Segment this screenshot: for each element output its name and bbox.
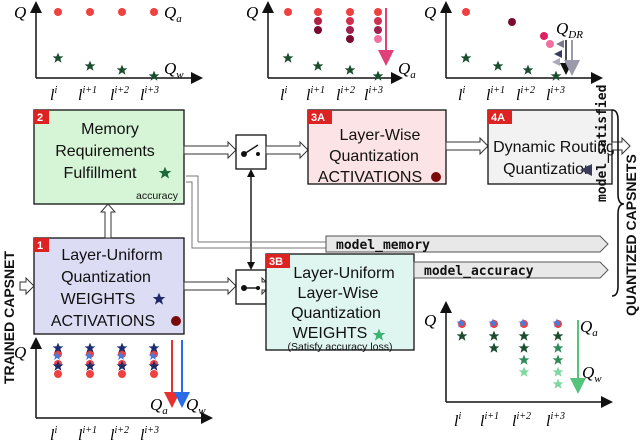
qw-label: Qw — [582, 363, 602, 385]
pipe-model-memory: model_memory — [186, 175, 609, 253]
block-text: WEIGHTS — [61, 291, 136, 308]
block-text: Quantization — [329, 148, 419, 165]
x-tick-labels: li li+1 li+2 li+3 — [280, 85, 383, 104]
plot-top-right: Q QDR li li+1 li+2 li+3 — [424, 1, 603, 104]
qa-label: Qa — [580, 317, 598, 339]
block-number: 1 — [37, 240, 43, 252]
uniform-quantized-points — [52, 342, 160, 378]
arrow-1-to-2 — [99, 203, 117, 239]
plot-bottom-left: Q Qa Qw li li+1 l — [14, 337, 213, 444]
block-note: accuracy — [136, 190, 179, 202]
svg-text:li: li — [454, 411, 461, 430]
x-tick-labels: li li+1 li+2 li+3 — [458, 85, 565, 104]
block-number: 3B — [269, 256, 283, 268]
weight-stars — [282, 52, 384, 81]
activation-dot-icon — [431, 172, 441, 182]
model-memory-label: model_memory — [336, 238, 430, 253]
input-arrow — [19, 276, 35, 296]
svg-text:li: li — [458, 85, 465, 104]
plot-top-left: Q Qa Qw li li+1 li+2 li+3 — [14, 1, 203, 104]
svg-text:li+3: li+3 — [140, 425, 159, 444]
arrow-4a-out — [611, 136, 631, 156]
block-number: 2 — [37, 112, 43, 124]
block-1-layer-uniform: 1 Layer-Uniform Quantization WEIGHTS ACT… — [33, 237, 185, 335]
block-text: ACTIVATIONS — [51, 313, 155, 330]
switch-top — [183, 134, 309, 170]
arrow-3a-to-4a — [445, 136, 489, 156]
qdr-label: QDR — [556, 19, 583, 41]
layerwise-weight-points — [456, 318, 564, 389]
quantized-capsnets-label: QUANTIZED CAPSNETS — [623, 154, 639, 316]
svg-text:li+3: li+3 — [364, 85, 383, 104]
x-tick-labels: li li+1 li+2 li+3 — [454, 411, 565, 430]
control-line — [247, 169, 255, 270]
x-tick-labels: li li+1 li+2 li+3 — [50, 85, 159, 104]
qw-label: Qw — [186, 395, 206, 417]
block-note: (Satisfy accuracy loss) — [287, 341, 392, 353]
weight-stars — [460, 52, 562, 81]
svg-text:li+2: li+2 — [516, 85, 535, 104]
svg-text:li+2: li+2 — [110, 85, 129, 104]
block-3a-layerwise-activations: 3A Layer-Wise Quantization ACTIVATIONS — [307, 109, 447, 186]
output-brace — [611, 109, 625, 297]
block-text: Layer-Wise — [340, 127, 421, 144]
x-tick-labels: li li+1 li+2 li+3 — [50, 425, 159, 444]
block-number: 3A — [311, 112, 325, 124]
block-text: Quantization — [503, 161, 593, 178]
qa-label: Qa — [150, 395, 168, 417]
dr-triangles — [552, 40, 564, 66]
q-axis-label: Q — [14, 343, 26, 362]
block-text: Requirements — [55, 143, 155, 160]
svg-text:li+1: li+1 — [78, 425, 97, 444]
dr-triangle-icon — [580, 164, 592, 176]
svg-text:li+1: li+1 — [306, 85, 325, 104]
svg-text:li+2: li+2 — [512, 411, 531, 430]
svg-text:li+1: li+1 — [78, 85, 97, 104]
trained-capsnet-label: TRAINED CAPSNET — [1, 251, 17, 384]
plot-top-middle: Q Qa li li+1 li+2 li+3 — [246, 1, 416, 104]
block-text: ACTIVATIONS — [318, 169, 422, 186]
q-axis-label: Q — [246, 3, 258, 22]
svg-text:li+2: li+2 — [110, 425, 129, 444]
block-4a-dynamic-routing: 4A Dynamic Routing Quantization — [487, 109, 615, 185]
block-text: Quantization — [291, 305, 381, 322]
layerwise-activation-dots — [314, 8, 382, 43]
model-satisfied-label: model_satisfied — [595, 85, 610, 202]
block-text: Layer-Uniform — [293, 265, 394, 282]
qa-label: Qa — [398, 59, 416, 81]
svg-text:li+3: li+3 — [546, 85, 565, 104]
svg-text:li+1: li+1 — [480, 411, 499, 430]
svg-text:li+2: li+2 — [336, 85, 355, 104]
svg-text:li: li — [50, 85, 57, 104]
q-axis-label: Q — [424, 3, 436, 22]
q-axis-label: Q — [14, 3, 26, 22]
qa-label: Qa — [164, 3, 182, 25]
svg-text:li: li — [280, 85, 287, 104]
model-accuracy-label: model_accuracy — [424, 264, 534, 279]
block-text: Fulfillment — [64, 165, 137, 182]
block-text: Memory — [81, 121, 139, 138]
weight-stars — [52, 52, 160, 81]
plot-bottom-right: Q — [424, 301, 613, 430]
svg-text:li+3: li+3 — [140, 85, 159, 104]
svg-text:li+1: li+1 — [486, 85, 505, 104]
block-text: WEIGHTS — [293, 325, 368, 342]
block-3b-layerwise-weights: 3B Layer-Uniform Layer-Wise Quantization… — [265, 253, 415, 353]
block-text: Layer-Uniform — [61, 247, 162, 264]
q-axis-label: Q — [424, 311, 436, 330]
block-text: Dynamic Routing — [493, 139, 615, 156]
svg-text:li: li — [50, 425, 57, 444]
svg-text:li+3: li+3 — [546, 411, 565, 430]
activation-dot-icon — [171, 316, 181, 326]
block-text: Quantization — [61, 269, 151, 286]
block-text: Layer-Wise — [298, 285, 379, 302]
switch-bottom — [183, 269, 267, 305]
block-number: 4A — [491, 112, 505, 124]
pipe-model-accuracy: model_accuracy — [413, 261, 609, 279]
qw-label: Qw — [164, 59, 184, 81]
block-2-memory-requirements: 2 Memory Requirements Fulfillment accura… — [33, 109, 185, 205]
activation-dots — [54, 8, 158, 16]
